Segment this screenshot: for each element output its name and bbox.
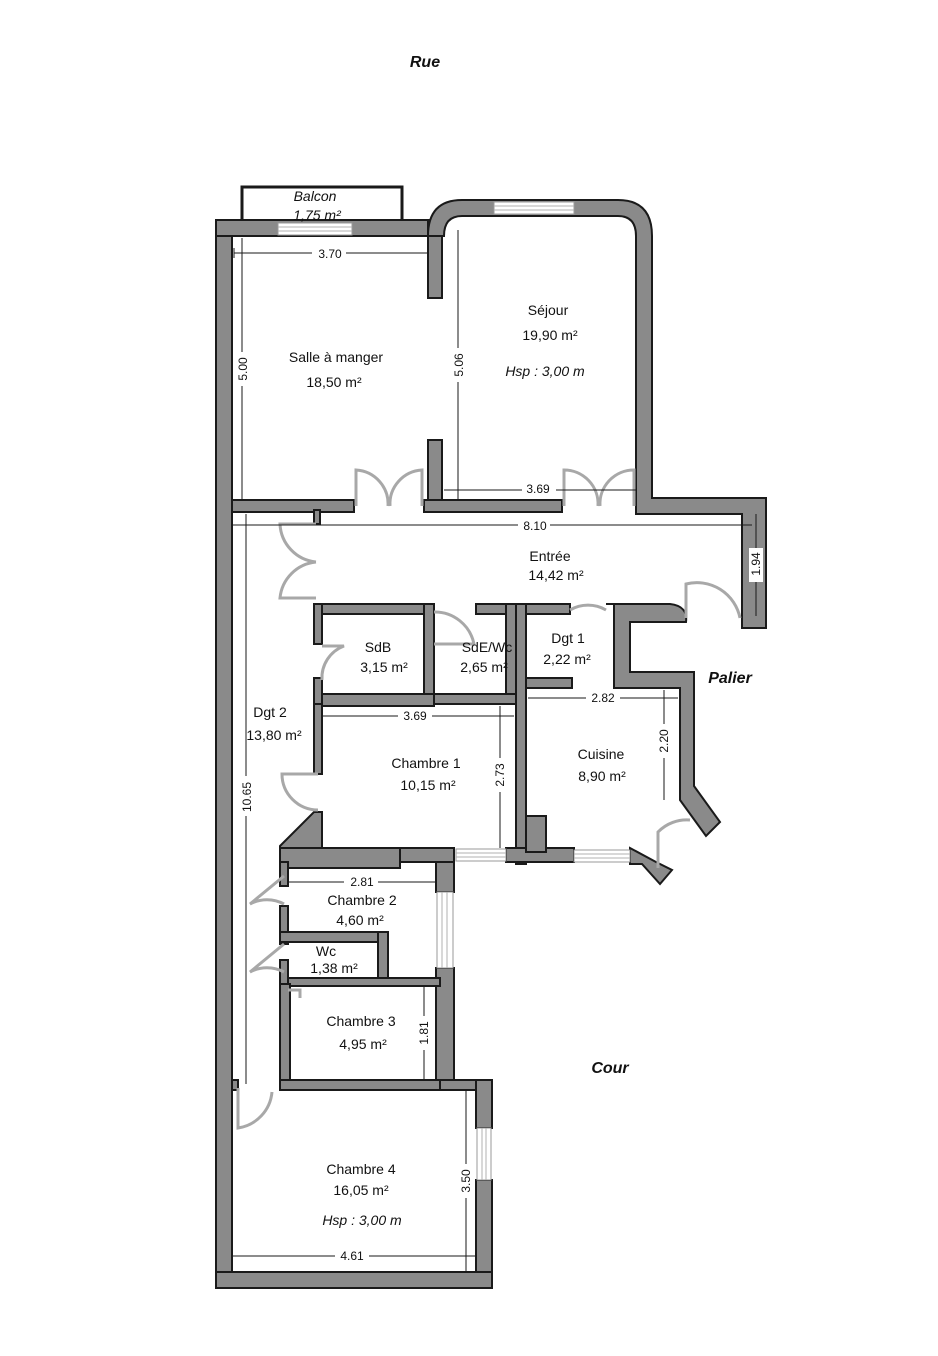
dim-salle-depth: 5.00 bbox=[236, 357, 250, 381]
dim-dgt2-length: 10.65 bbox=[240, 782, 254, 812]
door-wc bbox=[249, 942, 285, 974]
wall-dgt1-bottom bbox=[525, 677, 573, 689]
chambre3-name: Chambre 3 bbox=[326, 1013, 395, 1029]
door-chambre2 bbox=[249, 874, 285, 906]
wall-chambre4-bottom bbox=[215, 1271, 493, 1289]
wall-chambre3-left bbox=[279, 983, 291, 1085]
window-chambre4 bbox=[476, 1127, 492, 1181]
window-salle bbox=[277, 222, 353, 236]
window-chambre2 bbox=[436, 891, 454, 969]
wall-sdb-left-lower bbox=[313, 677, 323, 707]
dim-cuisine-width: 2.82 bbox=[591, 691, 615, 705]
salle-area: 18,50 m² bbox=[306, 374, 362, 390]
entree-name: Entrée bbox=[529, 548, 570, 564]
wall-cuisine-bottom-angle bbox=[629, 846, 674, 886]
door-entree-main bbox=[684, 581, 742, 619]
dim-chambre1-depth: 2.73 bbox=[493, 763, 507, 787]
door-chambre3 bbox=[288, 988, 302, 998]
chambre1-name: Chambre 1 bbox=[391, 755, 460, 771]
dim-chambre2-width: 2.81 bbox=[350, 875, 374, 889]
door-entree-left bbox=[278, 522, 317, 600]
dim-sejour-depth: 5.06 bbox=[452, 353, 466, 377]
cuisine-name: Cuisine bbox=[578, 746, 625, 762]
salle-name: Salle à manger bbox=[289, 349, 384, 365]
wall-wc-bottom bbox=[279, 977, 441, 987]
landing-label: Palier bbox=[708, 670, 752, 687]
door-salle-double bbox=[354, 468, 424, 507]
sejour-name: Séjour bbox=[528, 302, 569, 318]
outer-wall-sejour bbox=[426, 199, 767, 629]
wall-chambre4-top-left bbox=[231, 1079, 239, 1091]
courtyard-label: Cour bbox=[591, 1060, 629, 1077]
chambre4-ceiling: Hsp : 3,00 m bbox=[322, 1212, 402, 1228]
chambre3-area: 4,95 m² bbox=[339, 1036, 387, 1052]
chambre4-area: 16,05 m² bbox=[333, 1182, 389, 1198]
sde-area: 2,65 m² bbox=[460, 659, 508, 675]
wall-wc-top bbox=[279, 931, 387, 943]
sdb-area: 3,15 m² bbox=[360, 659, 408, 675]
door-cuisine bbox=[656, 818, 691, 868]
sejour-area: 19,90 m² bbox=[522, 327, 578, 343]
chambre1-area: 10,15 m² bbox=[400, 777, 456, 793]
wall-sdb-right bbox=[423, 603, 435, 705]
dim-entree-length: 8.10 bbox=[523, 519, 547, 533]
dgt1-name: Dgt 1 bbox=[551, 630, 585, 646]
dim-chambre4-depth: 3.50 bbox=[459, 1169, 473, 1193]
wall-chambre3-bottom bbox=[279, 1079, 447, 1091]
wc-name: Wc bbox=[316, 943, 336, 959]
wall-cuisine-left-jamb bbox=[525, 815, 547, 853]
door-chambre1 bbox=[280, 772, 319, 812]
wall-wc-right bbox=[377, 931, 389, 983]
wall-dgt1-left bbox=[515, 603, 527, 865]
dim-chambre4-width: 4.61 bbox=[340, 1249, 364, 1263]
street-label: Rue bbox=[410, 54, 440, 71]
wall-sdb-left bbox=[313, 603, 323, 645]
dgt2-area: 13,80 m² bbox=[246, 727, 302, 743]
wall-salle-bottom-left bbox=[231, 499, 355, 513]
dgt2-name: Dgt 2 bbox=[253, 704, 287, 720]
door-sdb bbox=[320, 644, 345, 681]
wall-chambre1-left bbox=[313, 703, 323, 775]
dim-chambre3-depth: 1.81 bbox=[417, 1021, 431, 1045]
entree-area: 14,42 m² bbox=[528, 567, 584, 583]
window-cuisine bbox=[573, 849, 631, 863]
dim-sejour-width: 3.69 bbox=[526, 482, 550, 496]
window-sejour bbox=[493, 201, 575, 215]
sde-name: SdE/Wc bbox=[462, 639, 513, 655]
wall-palier-block bbox=[606, 603, 722, 838]
dimension-labels: 3.70 5.00 5.06 3.69 8.10 1.94 3.69 2.73 … bbox=[236, 246, 763, 1263]
wall-dgt1-top bbox=[525, 603, 571, 615]
door-dgt1 bbox=[569, 603, 607, 612]
balcony-name: Balcon bbox=[294, 188, 337, 204]
outer-wall-left bbox=[215, 219, 233, 1289]
dim-salle-width: 3.70 bbox=[318, 247, 342, 261]
dim-entree-depth: 1.94 bbox=[749, 552, 763, 576]
window-chambre1 bbox=[455, 848, 507, 862]
wall-sdb-bottom bbox=[313, 693, 435, 707]
chambre4-name: Chambre 4 bbox=[326, 1161, 395, 1177]
dim-cuisine-depth: 2.20 bbox=[657, 729, 671, 753]
cuisine-area: 8,90 m² bbox=[578, 768, 626, 784]
balcony-area: 1,75 m² bbox=[293, 207, 342, 223]
wall-sde-bottom bbox=[433, 693, 517, 705]
wall-salle-bottom-mid bbox=[423, 499, 563, 513]
dim-chambre1-width: 3.69 bbox=[403, 709, 427, 723]
wc-area: 1,38 m² bbox=[310, 960, 358, 976]
chambre2-area: 4,60 m² bbox=[336, 912, 384, 928]
chambre2-name: Chambre 2 bbox=[327, 892, 396, 908]
door-chambre4 bbox=[236, 1088, 274, 1130]
door-sde bbox=[433, 610, 476, 646]
dgt1-area: 2,22 m² bbox=[543, 651, 591, 667]
entree-door-jamb bbox=[313, 509, 321, 525]
wall-sdb-top bbox=[313, 603, 435, 615]
door-sejour-double bbox=[562, 468, 636, 507]
wall-chambre2-right bbox=[435, 861, 455, 893]
sdb-name: SdB bbox=[365, 639, 391, 655]
wall-chambre2-left bbox=[279, 861, 289, 887]
sejour-ceiling: Hsp : 3,00 m bbox=[505, 363, 585, 379]
wall-chambre2-top bbox=[279, 847, 401, 869]
wall-chambre4-right-upper bbox=[475, 1079, 493, 1129]
